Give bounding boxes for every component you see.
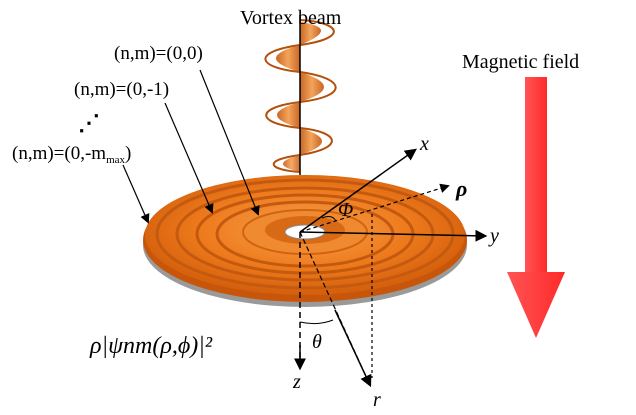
magnetic-field-arrow (507, 77, 565, 338)
mode-callout-arrows (122, 69, 260, 224)
r-axis-label: r (373, 389, 381, 411)
theta-angle-label: θ (312, 331, 322, 353)
z-axis-label: z (293, 371, 301, 393)
mode-00-label: (n,m)=(0,0) (114, 43, 203, 64)
vortex-beam-label: Vortex beam (240, 7, 342, 29)
x-axis-label: x (420, 133, 429, 155)
vortex-beam-helix (264, 15, 337, 175)
ellipsis-dots: ⋰ (78, 110, 100, 135)
orange-disk (143, 175, 467, 307)
rho-axis-label: ρ (456, 176, 468, 201)
phi-angle-label: Φ (338, 199, 354, 221)
mode-0max-label: (n,m)=(0,-mmax) (12, 144, 131, 166)
coordinate-axes (294, 148, 488, 388)
density-formula-label: ρ|ψnm(ρ,ϕ)|² (90, 333, 213, 359)
y-axis-label: y (490, 225, 499, 247)
mode-01-label: (n,m)=(0,-1) (74, 79, 170, 100)
mode-0max-subscript: max (106, 154, 126, 166)
mode-0max-close: ) (125, 143, 132, 164)
magnetic-field-label: Magnetic field (462, 51, 580, 73)
mode-0max-text: (n,m)=(0,-m (12, 143, 107, 164)
